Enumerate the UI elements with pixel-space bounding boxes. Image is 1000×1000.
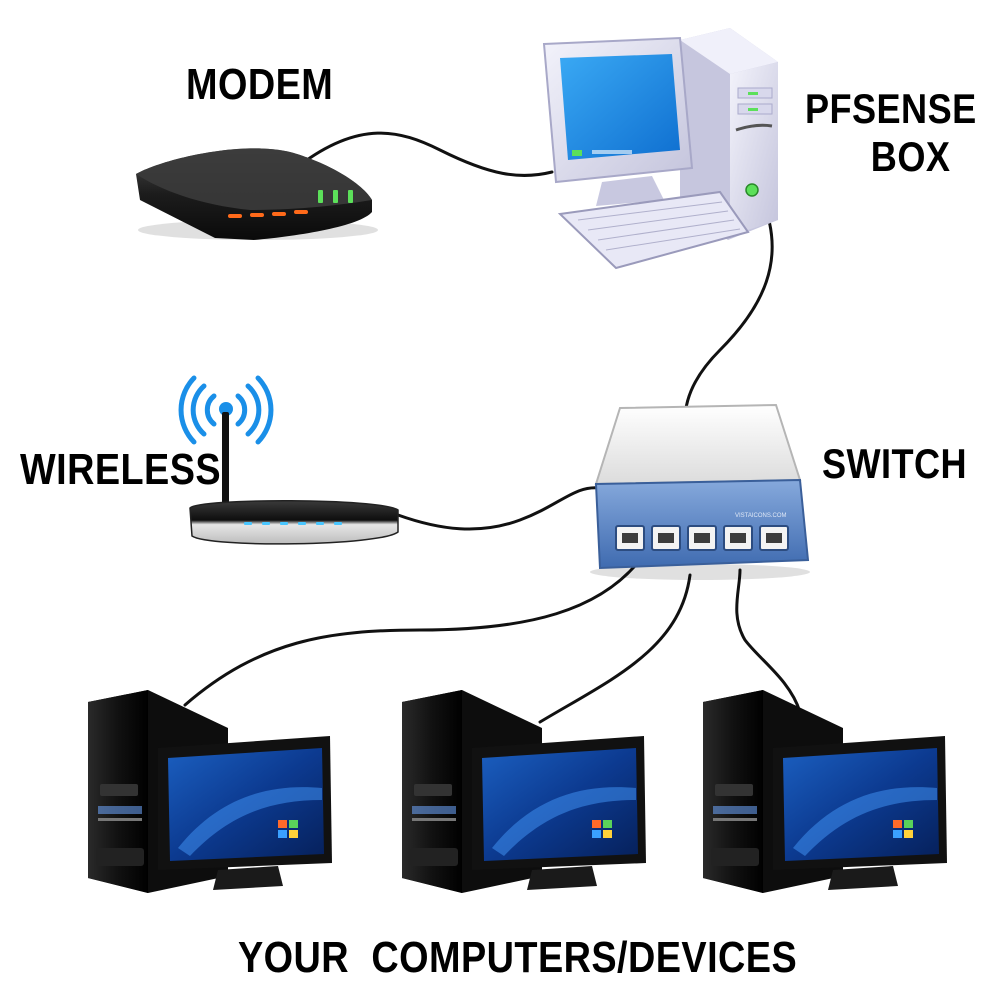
cable-switch-to-pc3 <box>735 568 802 714</box>
cable-pfsense-to-switch <box>683 193 774 422</box>
modem-label: MODEM <box>186 60 334 109</box>
computer-2 <box>402 690 646 893</box>
wireless-label: WIRELESS <box>20 445 222 494</box>
cable-switch-to-pc1 <box>183 558 642 707</box>
router-leds <box>244 522 342 525</box>
modem-icon <box>136 148 378 240</box>
desktop-computer-icon <box>88 690 332 893</box>
cable-switch-to-pc2 <box>538 573 692 724</box>
switch-label: SWITCH <box>822 440 968 487</box>
network-switch-icon: VISTAICONS.COM <box>590 403 810 580</box>
pfsense-pc-icon <box>542 28 778 270</box>
pfsense-label-line1: PFSENSE <box>805 85 977 132</box>
computer-3 <box>703 690 947 893</box>
pfsense-box-label: PFSENSE BOX <box>805 85 977 182</box>
cable-wireless-to-switch <box>396 486 602 531</box>
computers-label-part2: COMPUTERS/DEVICES <box>371 933 798 982</box>
wifi-waves <box>178 375 274 445</box>
computers-label-part1: YOUR <box>238 933 350 982</box>
modem-green-leds <box>318 190 353 203</box>
switch-brand-text: VISTAICONS.COM <box>735 513 787 519</box>
computers-devices-label: YOUR COMPUTERS/DEVICES <box>238 933 797 984</box>
wireless-router-icon <box>178 375 399 545</box>
cables <box>183 131 802 724</box>
computer-1 <box>88 690 332 893</box>
pfsense-label-line2: BOX <box>870 133 951 181</box>
cable-modem-to-pfsense <box>298 131 554 178</box>
desktop-computer-icon <box>402 690 646 893</box>
modem-orange-leds <box>228 210 308 218</box>
desktop-computer-icon <box>703 690 947 893</box>
